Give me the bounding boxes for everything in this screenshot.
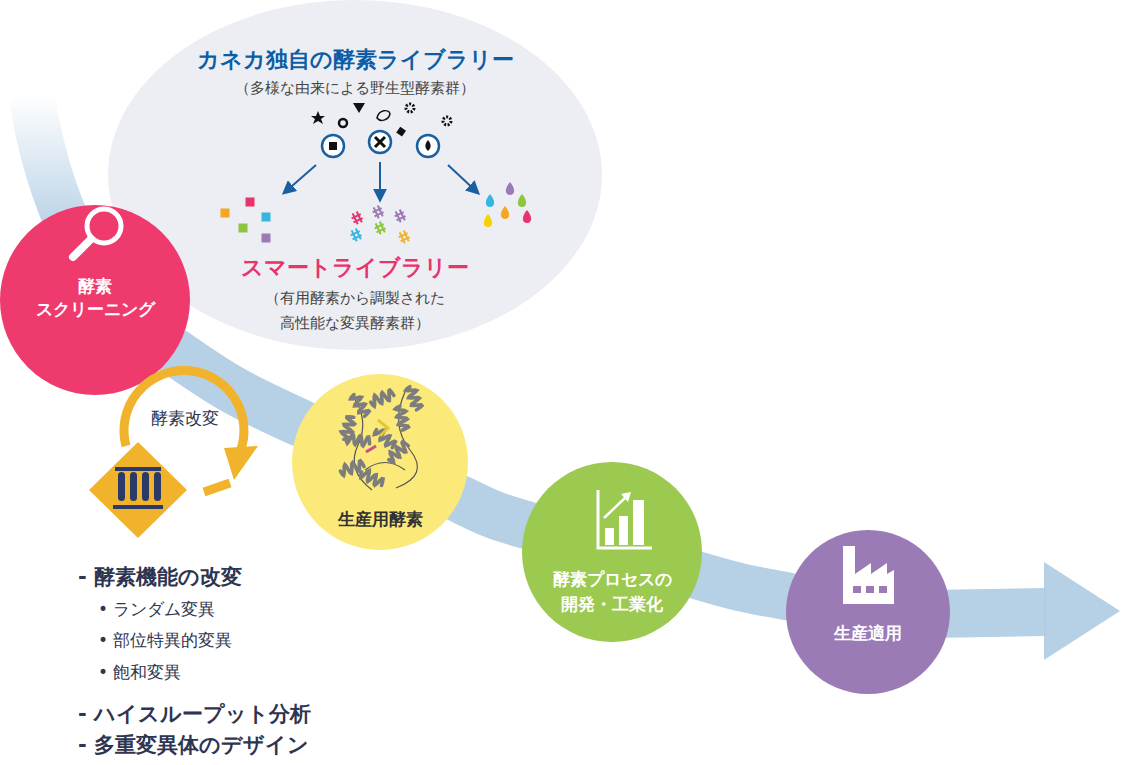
node-text: 酵素プロセスの 開発・工業化: [542, 567, 682, 616]
flow-arrowhead: [1044, 562, 1120, 660]
process-circle: 酵素プロセスの 開発・工業化: [522, 462, 702, 642]
flow-band: [460, 499, 526, 525]
production-circle: 生産適用: [786, 530, 950, 694]
node-text: 生産用酵素: [338, 509, 423, 529]
cycle-label: 酵素改変: [151, 408, 219, 428]
flow-band: [699, 576, 788, 596]
list-item: - ハイスループット分析: [78, 702, 311, 727]
list-item: - 酵素機能の改変: [78, 565, 242, 590]
screening-circle: 酵素 スクリーニング: [0, 205, 190, 395]
list-item: - 多重変異体のデザイン: [78, 733, 309, 758]
node-text: （有用酵素から調製された 高性能な変異酵素群）: [230, 286, 480, 336]
list-item: • ランダム変異: [98, 599, 215, 619]
list-item: • 部位特異的変異: [98, 630, 232, 650]
node-text: スマートライブラリー: [241, 255, 469, 281]
list-item: • 飽和変異: [98, 662, 181, 682]
test-tube-diamond: [89, 442, 187, 538]
node-text: （多様な由来による野生型酵素群）: [235, 79, 475, 97]
node-text: 生産適用: [834, 623, 902, 643]
node-text: 酵素 スクリーニング: [25, 275, 165, 321]
node-text: カネカ独自の酵素ライブラリー: [197, 47, 514, 73]
